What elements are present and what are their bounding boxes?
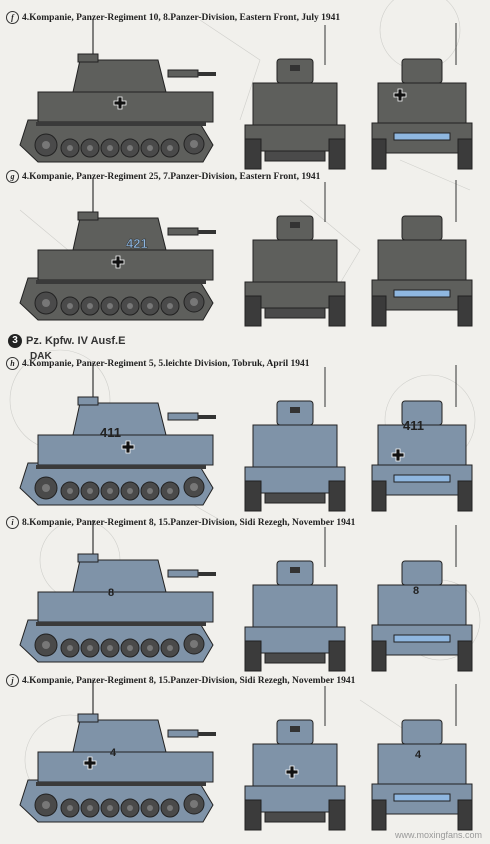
tank-f-rear (371, 22, 473, 170)
tank-g-rear (371, 179, 473, 327)
caption-letter: i (6, 516, 19, 529)
caption-text: 8.Kompanie, Panzer-Regiment 8, 15.Panzer… (22, 518, 356, 528)
tank-f-side (19, 19, 217, 163)
section-title: Pz. Kpfw. IV Ausf.E (26, 335, 126, 348)
caption-letter: f (6, 11, 19, 24)
section-number: 3 (8, 334, 22, 349)
caption-text: 4.Kompanie, Panzer-Regiment 5, 5.leichte… (22, 359, 310, 369)
turret-number-g: 421 (126, 236, 148, 251)
watermark: www.moxingfans.com (394, 830, 482, 840)
tank-h-rear: 411 (371, 364, 473, 512)
caption-text: 4.Kompanie, Panzer-Regiment 8, 15.Panzer… (22, 676, 356, 686)
caption-text: 4.Kompanie, Panzer-Regiment 25, 7.Panzer… (22, 172, 321, 182)
turret-number-i: 8 (108, 587, 114, 599)
caption-text: 4.Kompanie, Panzer-Regiment 10, 8.Panzer… (22, 13, 341, 23)
caption-letter: g (6, 170, 19, 183)
tank-j-side: 4 (19, 679, 217, 823)
tank-i-front (244, 526, 346, 672)
tank-g-side: 421 (19, 177, 217, 321)
tank-j-rear: 4 (371, 683, 473, 831)
caption-letter: j (6, 674, 19, 687)
caption-letter: h (6, 357, 19, 370)
tank-i-rear: 8 (371, 524, 473, 672)
tank-i-side: 8 (19, 519, 217, 663)
turret-number-i-rear: 8 (413, 585, 419, 597)
turret-number-h: 411 (100, 425, 121, 440)
tank-j-front (244, 685, 346, 831)
tank-f-front (244, 24, 346, 170)
tank-g-front (244, 181, 346, 327)
turret-number-j-rear: 4 (415, 749, 422, 761)
turret-number-h-rear: 411 (403, 418, 424, 433)
section-subtitle: DAK (30, 351, 52, 362)
turret-number-j: 4 (110, 747, 117, 759)
tank-h-front (244, 366, 346, 512)
section-header: 3 Pz. Kpfw. IV Ausf.E DAK (8, 332, 125, 362)
tank-h-side: 411 (19, 362, 217, 506)
